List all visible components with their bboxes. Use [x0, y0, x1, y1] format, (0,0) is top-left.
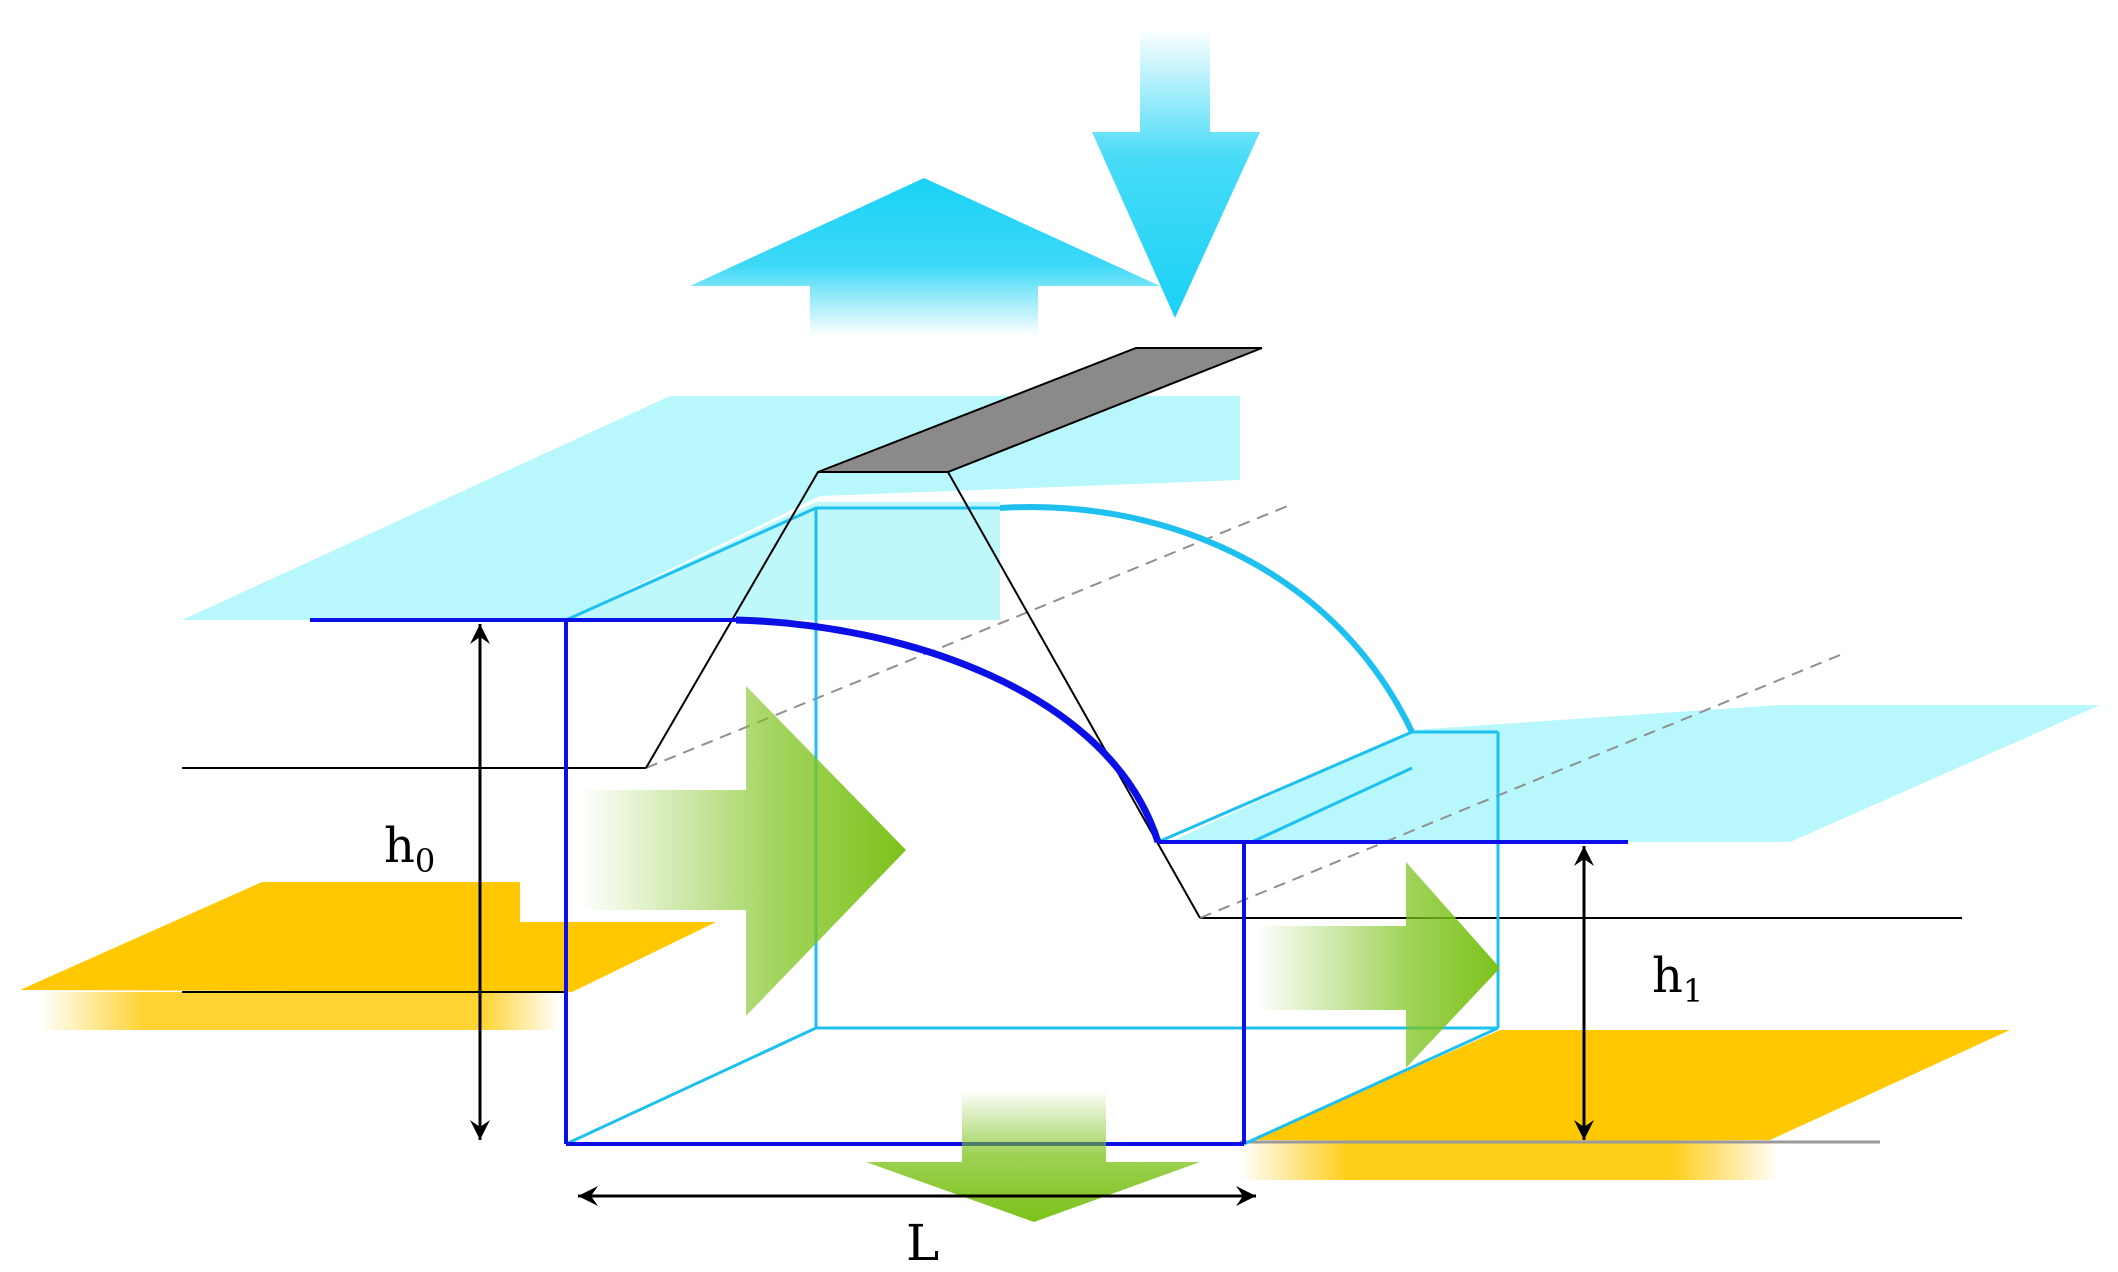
upstream-bed-fade [40, 992, 560, 1030]
length-label: L [906, 1214, 939, 1272]
back-nappe-curve [999, 504, 1415, 734]
h1-label: h1 [1652, 948, 1703, 1010]
downstream-dashed-line [1199, 654, 1841, 919]
downstream-water-plane [1170, 705, 2100, 842]
downward-inflow-arrow [1092, 28, 1260, 318]
upstream-water-step [566, 502, 1000, 620]
upstream-flow-arrow [580, 686, 906, 1016]
h0-label-subscript: 0 [415, 842, 435, 880]
upstream-bed-plane [20, 882, 716, 992]
h0-label-base: h [384, 818, 415, 874]
h1-label-base: h [1652, 948, 1683, 1004]
upstream-dashed-line [645, 504, 1291, 769]
gate-slab [817, 347, 1263, 473]
upward-pressure-arrow [690, 178, 1160, 336]
front-nappe-curve [735, 616, 1162, 844]
downward-reaction-arrow [866, 1090, 1200, 1222]
h1-label-subscript: 1 [1683, 972, 1703, 1010]
downstream-bed-fade [1240, 1140, 1780, 1180]
downstream-bed-plane [1250, 1030, 2010, 1140]
downstream-flow-arrow [1256, 862, 1500, 1068]
h0-label: h0 [384, 818, 435, 880]
control-volume-front-face [310, 618, 1628, 1146]
